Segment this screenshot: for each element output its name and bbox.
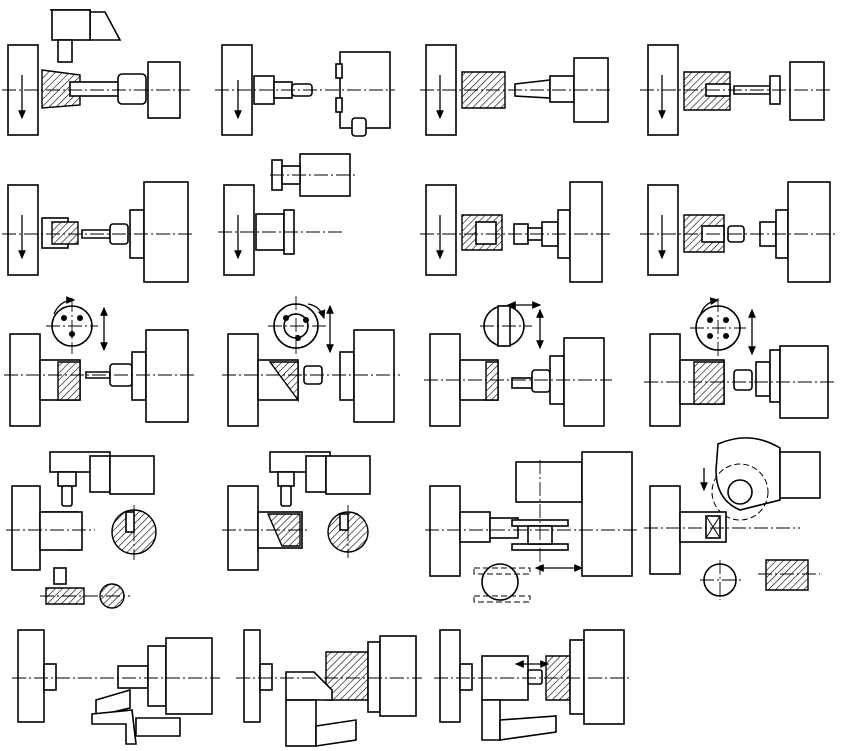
operation-5-drilling-center	[2, 181, 195, 283]
operation-2-centering	[215, 44, 395, 137]
operation-1-drilling	[2, 9, 190, 136]
operation-18-chamfering	[236, 629, 422, 747]
operation-14-radial-drilling	[222, 451, 371, 571]
operation-11-slotting	[424, 301, 612, 427]
operation-17-turning-parting	[12, 629, 220, 745]
operation-4-boring	[640, 44, 830, 136]
operation-10-indexed-drilling-angled	[222, 296, 400, 427]
operation-12-multi-spindle-drilling	[644, 297, 836, 427]
operation-15-gear-hobbing	[425, 451, 640, 603]
operation-6-milling	[218, 153, 355, 276]
operation-13-cross-milling	[6, 451, 157, 609]
operation-3-tapping	[420, 44, 612, 136]
operation-9-indexed-drilling	[4, 296, 195, 427]
operation-7-internal-grooving	[420, 181, 610, 283]
operation-16-shaping	[644, 437, 821, 600]
operation-8-internal-boring	[640, 181, 836, 283]
operation-19-reverse-boring	[434, 629, 630, 741]
